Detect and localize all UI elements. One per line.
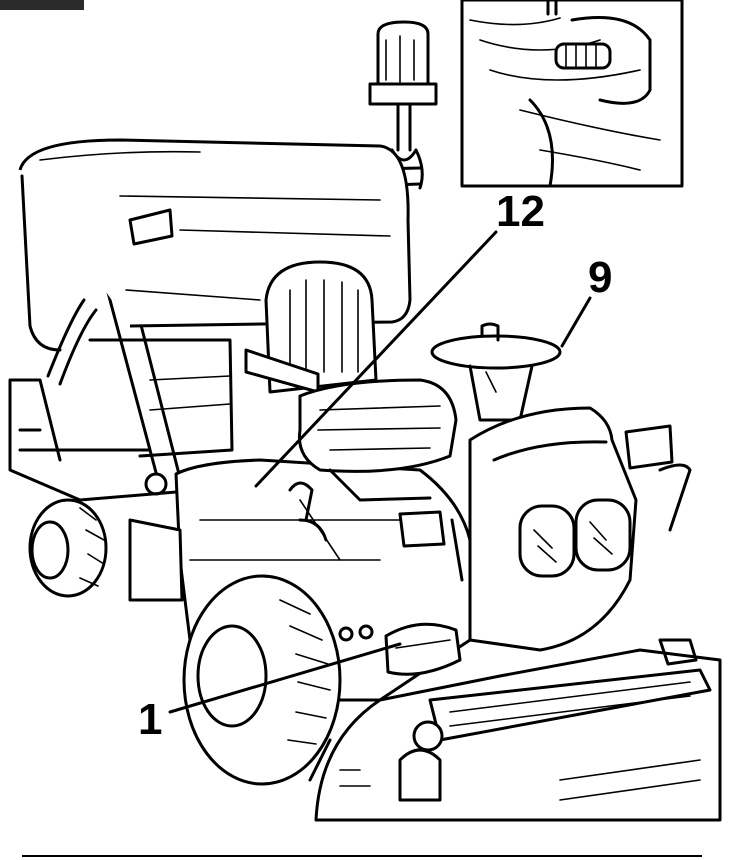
beacon-light <box>368 20 438 190</box>
callout-12: 12 <box>496 187 545 236</box>
leader-line-1 <box>168 642 402 714</box>
callout-9: 9 <box>588 253 612 302</box>
front-wheel <box>182 574 342 786</box>
leader-line-9 <box>560 296 592 348</box>
leader-line-12 <box>254 230 498 488</box>
rear-wheel <box>28 498 184 602</box>
driver-seat <box>244 260 458 502</box>
steering-wheel <box>430 322 562 422</box>
inset-detail <box>460 0 684 188</box>
front-hood <box>398 406 692 652</box>
cutting-deck <box>314 638 722 822</box>
corner-tab <box>0 0 84 10</box>
foot-pedal <box>384 622 462 676</box>
callout-1: 1 <box>138 695 162 744</box>
